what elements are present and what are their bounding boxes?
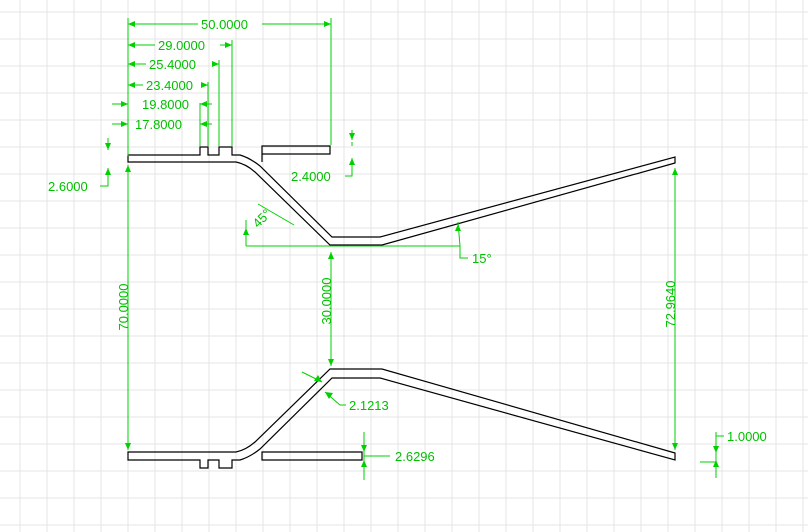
label-19-8: 19.8000 <box>142 97 189 112</box>
dimension-lines[interactable] <box>100 18 724 480</box>
label-flange-thk: 2.4000 <box>291 169 331 184</box>
label-29: 29.0000 <box>158 38 205 53</box>
label-23-4: 23.4000 <box>146 78 193 93</box>
dim-line-wall-bottom <box>363 432 390 480</box>
label-wall-top: 2.6000 <box>48 179 88 194</box>
label-overall-length: 50.0000 <box>201 17 248 32</box>
dimension-arrows <box>105 21 719 467</box>
label-throat-diameter: 30.0000 <box>319 278 334 325</box>
label-diverge-angle: 15° <box>472 251 492 266</box>
extension-lines <box>127 18 676 450</box>
lower-flange[interactable] <box>261 451 363 461</box>
label-17-8: 17.8000 <box>135 117 182 132</box>
dim-line-chamfer <box>301 371 346 406</box>
lower-wall[interactable] <box>127 368 676 469</box>
dim-line-exit-wall <box>700 432 724 478</box>
dimension-labels: 50.0000 29.0000 25.4000 23.4000 19.8000 … <box>48 17 767 464</box>
dim-line-diverge-angle <box>457 221 468 259</box>
upper-wall[interactable] <box>127 146 676 246</box>
upper-flange[interactable] <box>261 145 331 162</box>
label-converge-angle: 45° <box>250 206 275 231</box>
label-chamfer: 2.1213 <box>349 398 389 413</box>
label-wall-bottom: 2.6296 <box>395 449 435 464</box>
label-25-4: 25.4000 <box>149 57 196 72</box>
nozzle-outline[interactable] <box>127 145 676 469</box>
label-inlet-diameter: 70.0000 <box>116 284 131 331</box>
label-exit-diameter: 72.9640 <box>663 281 678 328</box>
label-exit-wall: 1.0000 <box>727 429 767 444</box>
